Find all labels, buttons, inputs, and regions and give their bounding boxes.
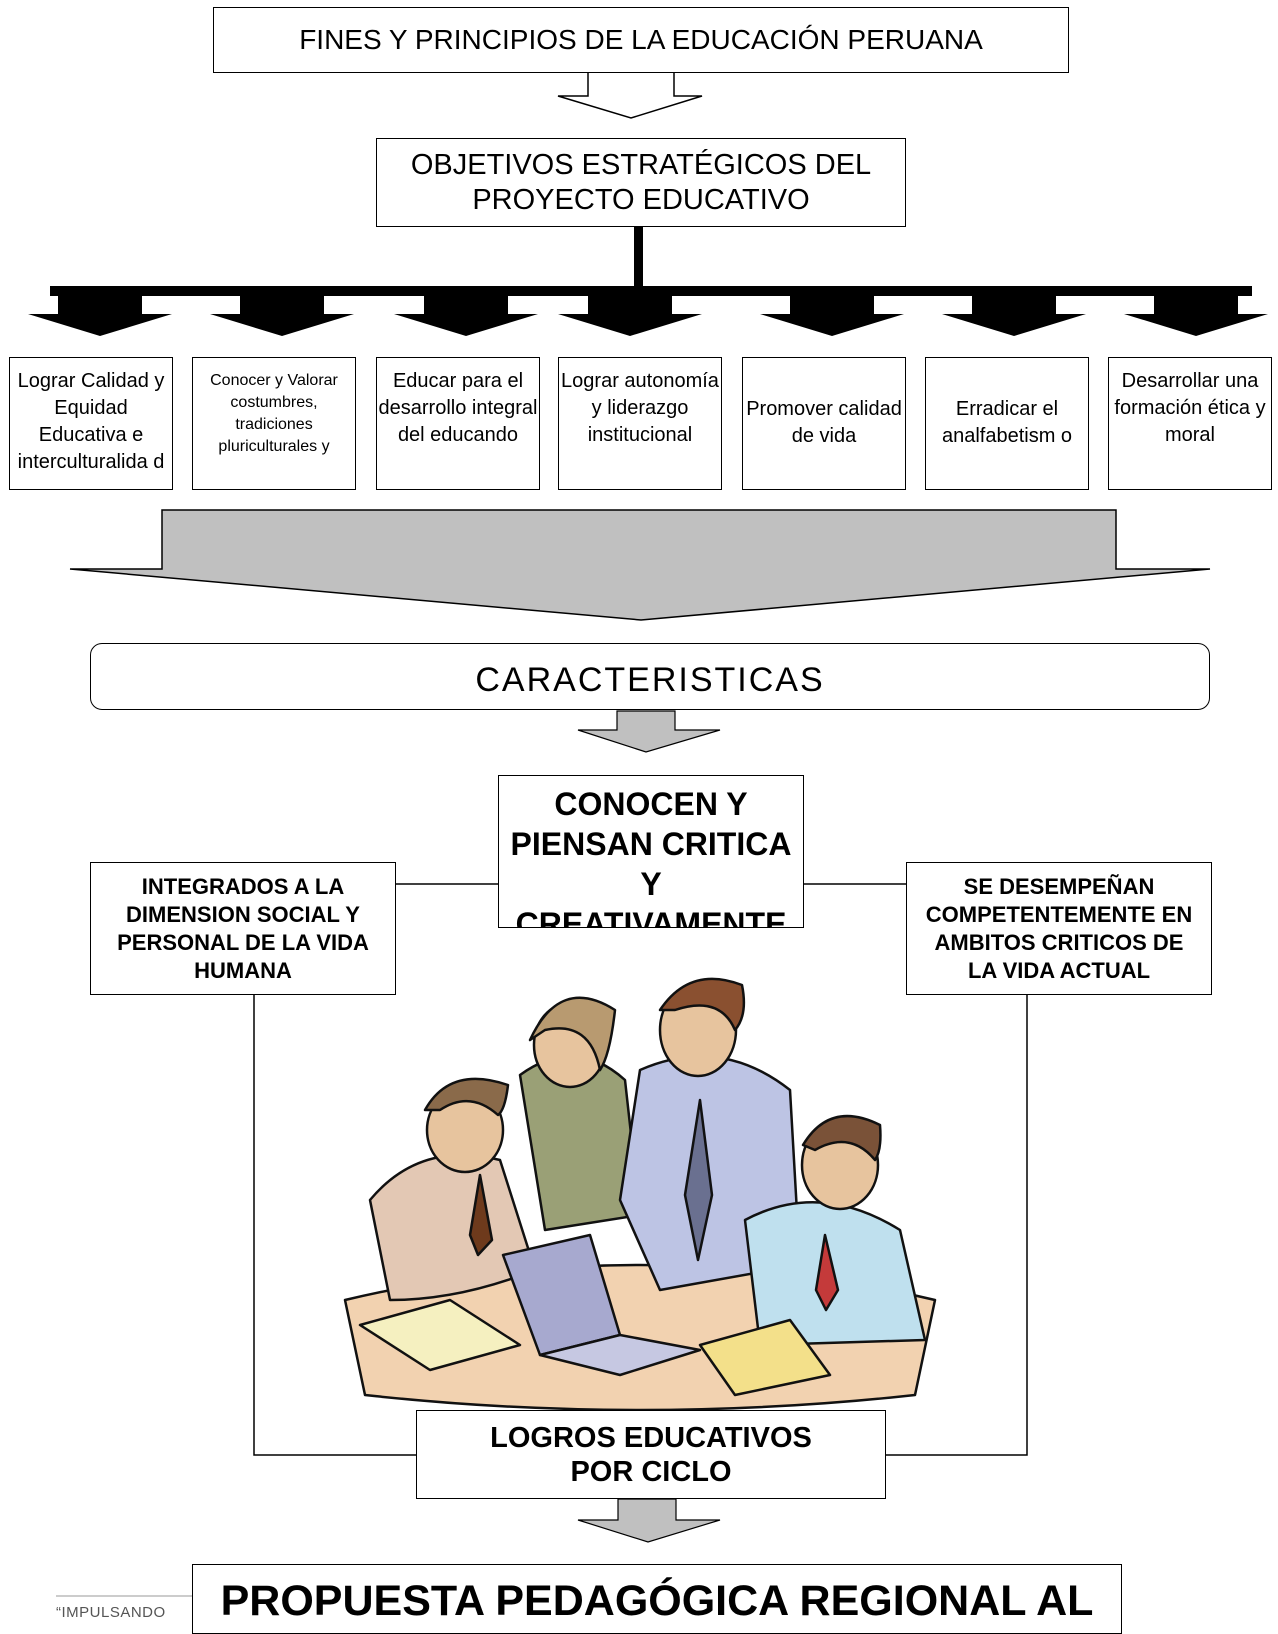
conocen-text: CONOCEN Y PIENSAN CRITICA Y CREATIVAMENT… bbox=[510, 786, 792, 928]
objective-label-7: Desarrollar una formación ética y moral bbox=[1114, 370, 1266, 446]
logros-box: LOGROS EDUCATIVOS POR CICLO bbox=[416, 1410, 886, 1499]
objetivos-box: OBJETIVOS ESTRATÉGICOS DEL PROYECTO EDUC… bbox=[376, 138, 906, 227]
objective-label-5: Promover calidad de vida bbox=[746, 398, 902, 447]
objective-box-1: Lograr Calidad y Equidad Educativa e int… bbox=[9, 357, 173, 490]
objective-label-1: Lograr Calidad y Equidad Educativa e int… bbox=[17, 370, 165, 473]
arrow-fines-to-objetivos bbox=[557, 71, 703, 119]
stem-objetivos bbox=[634, 226, 643, 288]
big-gray-arrow bbox=[69, 509, 1211, 621]
caracteristicas-box: CARACTERISTICAS bbox=[90, 643, 1210, 710]
business-team-laptop-illustration bbox=[343, 977, 937, 1412]
objective-label-3: Educar para el desarrollo integral del e… bbox=[378, 370, 538, 446]
fines-box: FINES Y PRINCIPIOS DE LA EDUCACIÓN PERUA… bbox=[213, 7, 1069, 73]
propuesta-box: PROPUESTA PEDAGÓGICA REGIONAL AL bbox=[192, 1564, 1122, 1634]
conocen-box: CONOCEN Y PIENSAN CRITICA Y CREATIVAMENT… bbox=[498, 775, 804, 928]
footer-text: “IMPULSANDO bbox=[56, 1604, 166, 1621]
arrow-logros bbox=[577, 1498, 721, 1543]
objective-box-6: Erradicar el analfabetism o bbox=[925, 357, 1089, 490]
fines-title: FINES Y PRINCIPIOS DE LA EDUCACIÓN PERUA… bbox=[299, 24, 983, 55]
objective-box-4: Lograr autonomía y liderazgo institucion… bbox=[558, 357, 722, 490]
caracteristicas-title: CARACTERISTICAS bbox=[475, 661, 825, 699]
objective-box-3: Educar para el desarrollo integral del e… bbox=[376, 357, 540, 490]
logros-text: LOGROS EDUCATIVOS POR CICLO bbox=[490, 1421, 812, 1488]
objective-box-5: Promover calidad de vida bbox=[742, 357, 906, 490]
desempenan-box: SE DESEMPEÑAN COMPETENTEMENTE EN AMBITOS… bbox=[906, 862, 1212, 995]
propuesta-text: PROPUESTA PEDAGÓGICA REGIONAL AL bbox=[220, 1577, 1094, 1625]
objective-label-4: Lograr autonomía y liderazgo institucion… bbox=[561, 370, 719, 446]
integrados-box: INTEGRADOS A LA DIMENSION SOCIAL Y PERSO… bbox=[90, 862, 396, 995]
branch-bar bbox=[50, 286, 1252, 296]
arrow-caracteristicas bbox=[577, 710, 721, 753]
objective-box-7: Desarrollar una formación ética y moral bbox=[1108, 357, 1272, 490]
desempenan-text: SE DESEMPEÑAN COMPETENTEMENTE EN AMBITOS… bbox=[925, 873, 1193, 983]
objetivos-title: OBJETIVOS ESTRATÉGICOS DEL PROYECTO EDUC… bbox=[410, 148, 872, 216]
objective-label-6: Erradicar el analfabetism o bbox=[941, 398, 1073, 447]
integrados-text: INTEGRADOS A LA DIMENSION SOCIAL Y PERSO… bbox=[117, 873, 369, 983]
objective-box-2: Conocer y Valorar costumbres, tradicione… bbox=[192, 357, 356, 490]
objective-label-2: Conocer y Valorar costumbres, tradicione… bbox=[210, 372, 338, 455]
branch-arrows bbox=[28, 296, 1268, 336]
